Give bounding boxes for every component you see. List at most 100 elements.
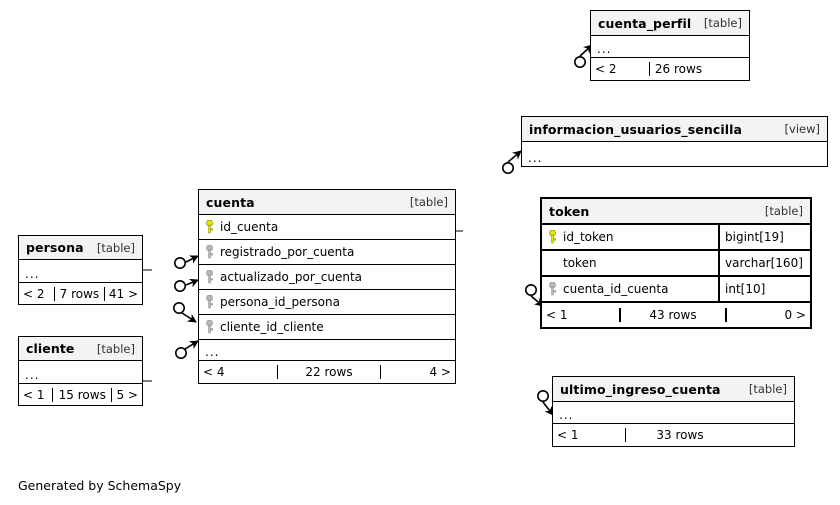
ellipsis: ... [559,408,574,422]
ellipsis: ... [597,42,612,56]
footer-parents: < 2 [595,62,617,76]
table-cliente[interactable]: cliente [table] ... < 1 15 rows 5 > [18,336,143,406]
table-footer: < 1 43 rows 0 > [542,303,810,327]
column-cell: cliente_id_cliente [199,320,455,334]
column-cell: actualizado_por_cuenta [199,270,455,284]
column-row[interactable]: cuenta_id_cuenta int[10] [542,277,810,303]
footer-rowcount: 26 rows [649,62,707,76]
table-header: informacion_usuarios_sencilla [view] [522,117,827,142]
column-name: id_token [563,230,614,244]
table-footer: < 2 7 rows 41 > [19,283,142,304]
footer-rowcount: 43 rows [619,308,725,322]
column-row[interactable]: id_token bigint[19] [542,225,810,251]
table-header: persona [table] [19,236,142,260]
table-persona[interactable]: persona [table] ... < 2 7 rows 41 > [18,235,143,305]
columns-collapsed-row: ... [522,142,827,166]
table-name: cliente [26,341,75,356]
table-name: cuenta [206,194,255,210]
key-icon-primary [206,220,213,234]
column-type: int[10] [718,277,810,301]
table-cuenta-perfil[interactable]: cuenta_perfil [table] ... < 2 26 rows [590,10,750,81]
columns-collapsed-row: ... [553,402,794,424]
table-type: [table] [748,382,787,396]
column-cell: registrado_por_cuenta [199,245,455,259]
connector-cuenta-cliente-id [175,340,199,359]
table-name: cuenta_perfil [598,15,692,31]
ellipsis: ... [25,267,40,281]
connector-cuenta-registrado-por [174,255,199,269]
table-informacion-usuarios-sencilla[interactable]: informacion_usuarios_sencilla [view] ... [521,116,828,167]
ellipsis: ... [25,368,40,382]
key-icon-primary [549,230,556,244]
column-type: bigint[19] [718,225,810,249]
table-header: ultimo_ingreso_cuenta [table] [553,377,794,402]
footer-children: 4 > [380,365,455,379]
table-type: [table] [764,204,803,218]
column-cell: id_cuenta [199,220,455,234]
column-row[interactable]: id_cuenta [199,215,455,240]
table-header: cliente [table] [19,337,142,361]
column-name: registrado_por_cuenta [220,245,355,259]
footer-parents: < 1 [23,387,45,402]
column-cell: id_token [542,230,718,244]
table-footer: < 4 22 rows 4 > [199,361,455,383]
key-icon-foreign [206,245,213,259]
footer-rowcount: 7 rows [54,286,104,301]
ellipsis: ... [528,151,543,165]
footer-parents: < 1 [557,428,579,442]
footer-parents: < 1 [546,308,568,322]
key-icon-foreign [206,295,213,309]
table-header: token [table] [542,199,810,225]
connector-ultimo-ingreso-cuenta [536,389,554,416]
footer-parents: < 4 [203,365,225,379]
table-name: ultimo_ingreso_cuenta [560,381,721,397]
table-name: informacion_usuarios_sencilla [529,121,743,137]
table-header: cuenta [table] [199,190,455,215]
column-cell: cuenta_id_cuenta [542,282,718,296]
column-row[interactable]: persona_id_persona [199,290,455,315]
footer-parents: < 2 [23,286,45,301]
column-row[interactable]: cliente_id_cliente [199,315,455,340]
column-cell: token [542,256,718,270]
table-ultimo-ingreso-cuenta[interactable]: ultimo_ingreso_cuenta [table] ... < 1 33… [552,376,795,447]
table-cuenta[interactable]: cuenta [table] id_cuenta registra [198,189,456,384]
table-token[interactable]: token [table] id_token bigint[19] token … [540,197,812,329]
column-name: id_cuenta [220,220,279,234]
footer-children: 41 > [103,286,142,301]
column-row[interactable]: registrado_por_cuenta [199,240,455,265]
columns-collapsed-row: ... [19,361,142,384]
ellipsis: ... [205,345,220,359]
column-row[interactable]: token varchar[160] [542,251,810,277]
column-name: actualizado_por_cuenta [220,270,363,284]
column-name: cuenta_id_cuenta [563,282,669,296]
footer-rowcount: 33 rows [625,428,734,442]
footer-children: 0 > [725,308,810,322]
table-type: [table] [409,195,448,209]
key-icon-foreign [549,282,556,296]
column-name: persona_id_persona [220,295,340,309]
footer-children: 5 > [111,387,142,402]
table-footer: < 1 15 rows 5 > [19,384,142,405]
connector-cuenta-persona-id [173,301,197,323]
columns-collapsed-row: ... [199,340,455,361]
key-icon-foreign [206,270,213,284]
table-type: [table] [96,341,135,356]
table-name: token [549,203,590,219]
column-row[interactable]: actualizado_por_cuenta [199,265,455,290]
generated-by-note: Generated by SchemaSpy [18,478,182,493]
table-footer: < 1 33 rows [553,424,794,446]
table-footer: < 2 26 rows [591,58,749,80]
column-type: varchar[160] [718,251,810,275]
column-name: token [563,256,597,270]
table-type: [table] [703,16,742,30]
table-header: cuenta_perfil [table] [591,11,749,36]
columns-collapsed-row: ... [19,260,142,283]
footer-rowcount: 15 rows [52,387,111,402]
key-icon-foreign [206,320,213,334]
footer-rowcount: 22 rows [277,365,380,379]
columns-collapsed-row: ... [591,36,749,58]
connector-informacion-usuarios-sencilla [501,150,522,175]
table-name: persona [26,240,84,255]
column-cell: persona_id_persona [199,295,455,309]
